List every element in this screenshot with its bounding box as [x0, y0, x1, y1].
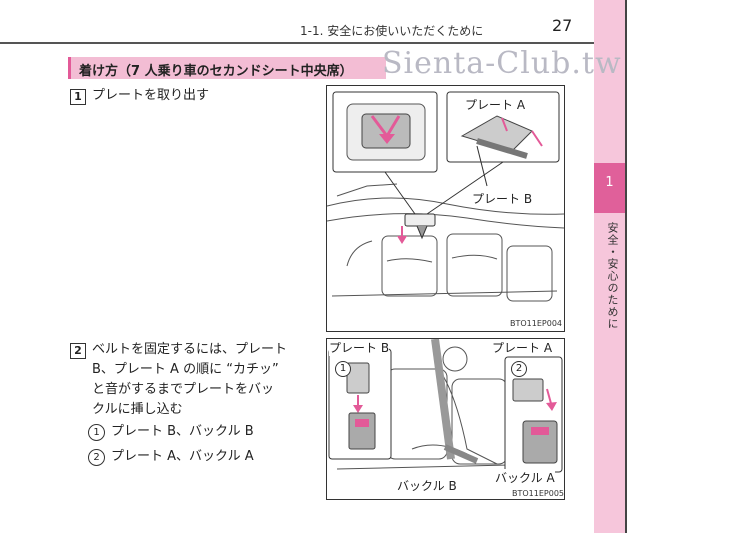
- page-number: 27: [552, 16, 573, 35]
- header-rule: [0, 42, 594, 44]
- step-number-1: 1: [70, 89, 86, 105]
- section-heading: 着け方（7 人乗り車のセカンドシート中央席）: [68, 57, 386, 79]
- step-2-text: ベルトを固定するには、プレート B、プレート A の順に “カチッ” と音がする…: [92, 340, 287, 420]
- label-plate-a: プレート A: [465, 96, 526, 113]
- figure-code: BTO11EP005a: [512, 489, 565, 498]
- sub-item-1: 1 プレート B、バックル B: [88, 420, 254, 441]
- figure-code: BTO11EP004: [510, 319, 562, 328]
- sub-item-2: 2 プレート A、バックル A: [88, 445, 254, 466]
- section-heading-text: 着け方（7 人乗り車のセカンドシート中央席）: [79, 64, 353, 79]
- marker-2: 2: [511, 361, 527, 377]
- label-plate-b: プレート B: [472, 190, 533, 207]
- side-tab-band: [594, 0, 625, 533]
- chapter-number: 1: [605, 175, 614, 190]
- label-plate-a: プレート A: [492, 339, 553, 356]
- page-edge-rule: [625, 0, 627, 533]
- watermark: Sienta-Club.tw: [382, 46, 622, 81]
- figure-plate-removal-drawing: [327, 91, 564, 302]
- step-2-line: クルに挿し込む: [92, 402, 183, 417]
- step-2-line: B、プレート A の順に “カチッ”: [92, 362, 279, 377]
- step-1-text: プレートを取り出す: [92, 88, 210, 103]
- label-plate-b: プレート B: [329, 339, 390, 356]
- step-2-line: ベルトを固定するには、プレート: [92, 342, 288, 357]
- figure-buckle-insertion-drawing: [328, 339, 563, 473]
- circled-number: 2: [88, 449, 105, 466]
- figure-buckle-insertion: プレート B プレート A バックル B バックル A 1 2 BTO11EP0…: [326, 338, 565, 500]
- circled-number: 1: [88, 424, 105, 441]
- marker-1: 1: [335, 361, 351, 377]
- step-number-2: 2: [70, 343, 86, 359]
- header-title: 1-1. 安全にお使いいただくために: [300, 24, 484, 38]
- step-2-line: と音がするまでプレートをバッ: [92, 382, 275, 397]
- figure-plate-removal: プレート A プレート B BTO11EP004: [326, 85, 565, 332]
- sub-item-text: プレート B、バックル B: [111, 424, 254, 439]
- sub-item-text: プレート A、バックル A: [111, 449, 254, 464]
- label-buckle-a: バックル A: [495, 469, 555, 486]
- side-tab-active[interactable]: [594, 163, 625, 213]
- label-buckle-b: バックル B: [397, 477, 457, 494]
- chapter-label: 安全・安心のために: [606, 222, 619, 330]
